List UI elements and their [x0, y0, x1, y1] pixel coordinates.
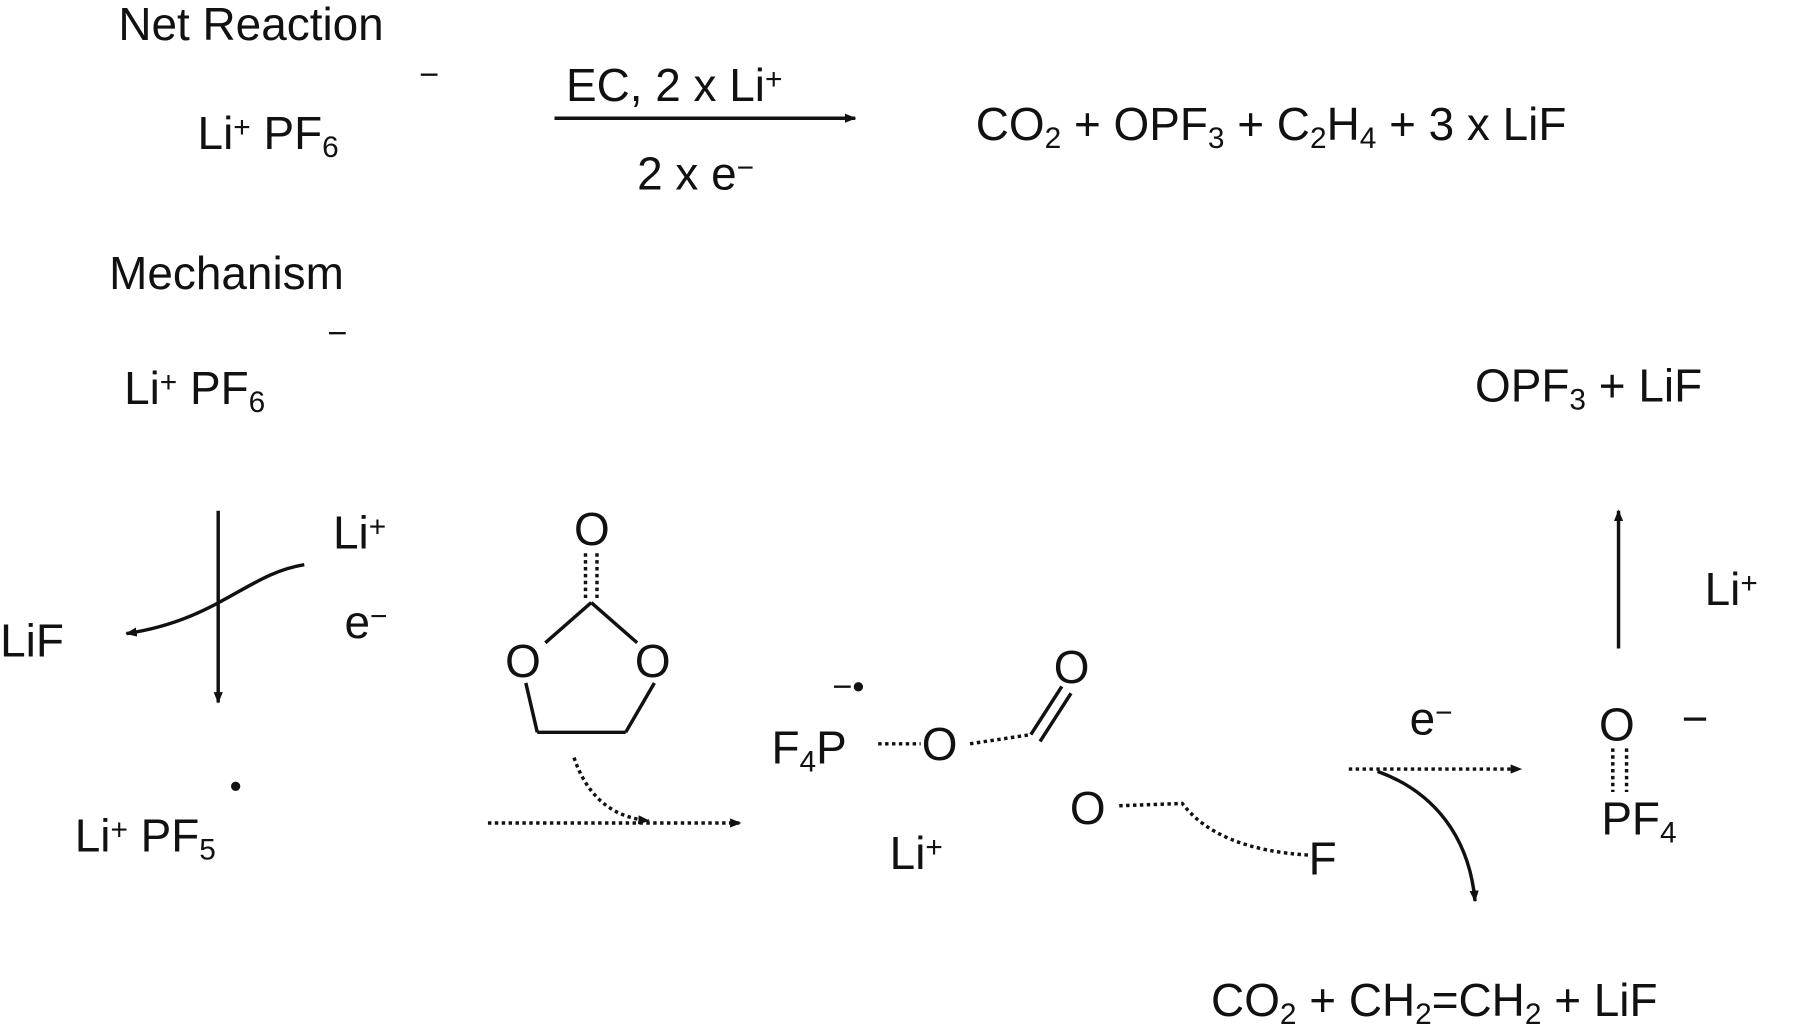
- superscript: +: [160, 366, 177, 399]
- formula-text: PF: [251, 107, 322, 159]
- mech-start-charge: −: [327, 314, 347, 352]
- formula-text: Li: [198, 107, 234, 159]
- opf4-charge: −: [1682, 693, 1709, 745]
- subscript: 6: [249, 386, 266, 419]
- fluoride-label: F: [1309, 833, 1337, 885]
- superscript: +: [369, 511, 386, 544]
- ec-attack-arrow: [572, 757, 650, 825]
- formula-text: 2 x e: [637, 147, 737, 199]
- superscript: −: [1435, 697, 1452, 730]
- mechanism-title: Mechanism: [109, 247, 344, 299]
- ec-ring-o-left: O: [505, 635, 541, 687]
- product-top: OPF3 + LiF: [1475, 360, 1702, 416]
- formula-text: + LiF: [1586, 360, 1702, 412]
- product-bottom: CO2 + CH2=CH2 + LiF: [1211, 974, 1657, 1025]
- subscript: 2: [1525, 997, 1542, 1025]
- mech-start: Li+ PF6: [124, 362, 265, 419]
- lif-label: LiF: [0, 615, 64, 667]
- net-reactant-charge: −: [419, 56, 439, 94]
- adduct-carbonyl-o: O: [1054, 641, 1090, 693]
- formula-text: Li: [1705, 563, 1741, 615]
- superscript: +: [925, 831, 942, 864]
- formula-text: + 3 x LiF: [1376, 98, 1566, 150]
- formula-text: CO: [1211, 974, 1280, 1025]
- formula-text: Li: [890, 827, 926, 879]
- net-arrow-below: 2 x e−: [637, 147, 754, 199]
- subscript: 4: [799, 745, 816, 778]
- adduct-o2: O: [1070, 782, 1106, 834]
- formula-text: P: [816, 721, 847, 773]
- opf4-pf4: PF4: [1601, 792, 1676, 849]
- formula-text: CO: [976, 98, 1045, 150]
- formula-text: F: [771, 721, 799, 773]
- subscript: 4: [1660, 816, 1677, 849]
- pf5-radical: •: [230, 768, 242, 806]
- superscript: +: [1740, 567, 1757, 600]
- ec-carbonyl-o: O: [574, 503, 610, 555]
- formula-text: + CH: [1297, 974, 1416, 1025]
- subscript: 6: [322, 131, 339, 164]
- adduct-li: Li+: [890, 827, 943, 879]
- net-products: CO2 + OPF3 + C2H4 + 3 x LiF: [976, 98, 1567, 155]
- formula-text: e: [344, 596, 370, 648]
- subscript: 3: [1208, 122, 1225, 155]
- electron-label: e−: [344, 596, 387, 648]
- li-pf5: Li+ PF5: [75, 810, 216, 867]
- opf4-o: O: [1599, 698, 1635, 750]
- formula-text: Li: [124, 362, 160, 414]
- superscript: +: [110, 814, 127, 847]
- superscript: +: [233, 111, 250, 144]
- formula-text: OPF: [1475, 360, 1569, 412]
- superscript: −: [370, 600, 387, 633]
- subscript: 2: [1415, 997, 1432, 1025]
- superscript: +: [765, 63, 782, 96]
- formula-text: PF: [177, 362, 248, 414]
- superscript: −: [737, 151, 754, 184]
- formula-text: Li: [75, 810, 111, 862]
- formula-text: H: [1327, 98, 1360, 150]
- electron-label-2: e−: [1410, 693, 1453, 745]
- li-plus-label: Li+: [333, 507, 386, 559]
- net-arrow-above: EC, 2 x Li+: [566, 59, 782, 111]
- subscript: 5: [199, 833, 216, 866]
- formula-text: e: [1410, 693, 1436, 745]
- ethylene-carbonate: O O O: [505, 503, 671, 735]
- adduct-f4p: F4P: [771, 721, 846, 777]
- curved-arrow-lif: [125, 563, 305, 637]
- net-reaction-title: Net Reaction: [118, 0, 383, 50]
- net-reactant: Li+ PF6: [198, 107, 339, 164]
- curved-arrow-products: [1376, 769, 1479, 903]
- subscript: 2: [1045, 122, 1062, 155]
- formula-text: =CH: [1432, 974, 1525, 1025]
- formula-text: + OPF: [1061, 98, 1208, 150]
- subscript: 4: [1360, 122, 1377, 155]
- formula-text: EC, 2 x Li: [566, 59, 765, 111]
- ec-ring-o-right: O: [635, 635, 671, 687]
- adduct-charge: −•: [832, 668, 864, 706]
- subscript: 2: [1310, 122, 1327, 155]
- li-plus-label-2: Li+: [1705, 563, 1758, 615]
- adduct-o: O: [922, 718, 958, 770]
- formula-text: Li: [333, 507, 369, 559]
- subscript: 3: [1569, 383, 1586, 416]
- subscript: 2: [1280, 997, 1297, 1025]
- formula-text: PF: [1601, 792, 1660, 844]
- formula-text: + LiF: [1541, 974, 1657, 1025]
- formula-text: PF: [128, 810, 199, 862]
- formula-text: + C: [1224, 98, 1309, 150]
